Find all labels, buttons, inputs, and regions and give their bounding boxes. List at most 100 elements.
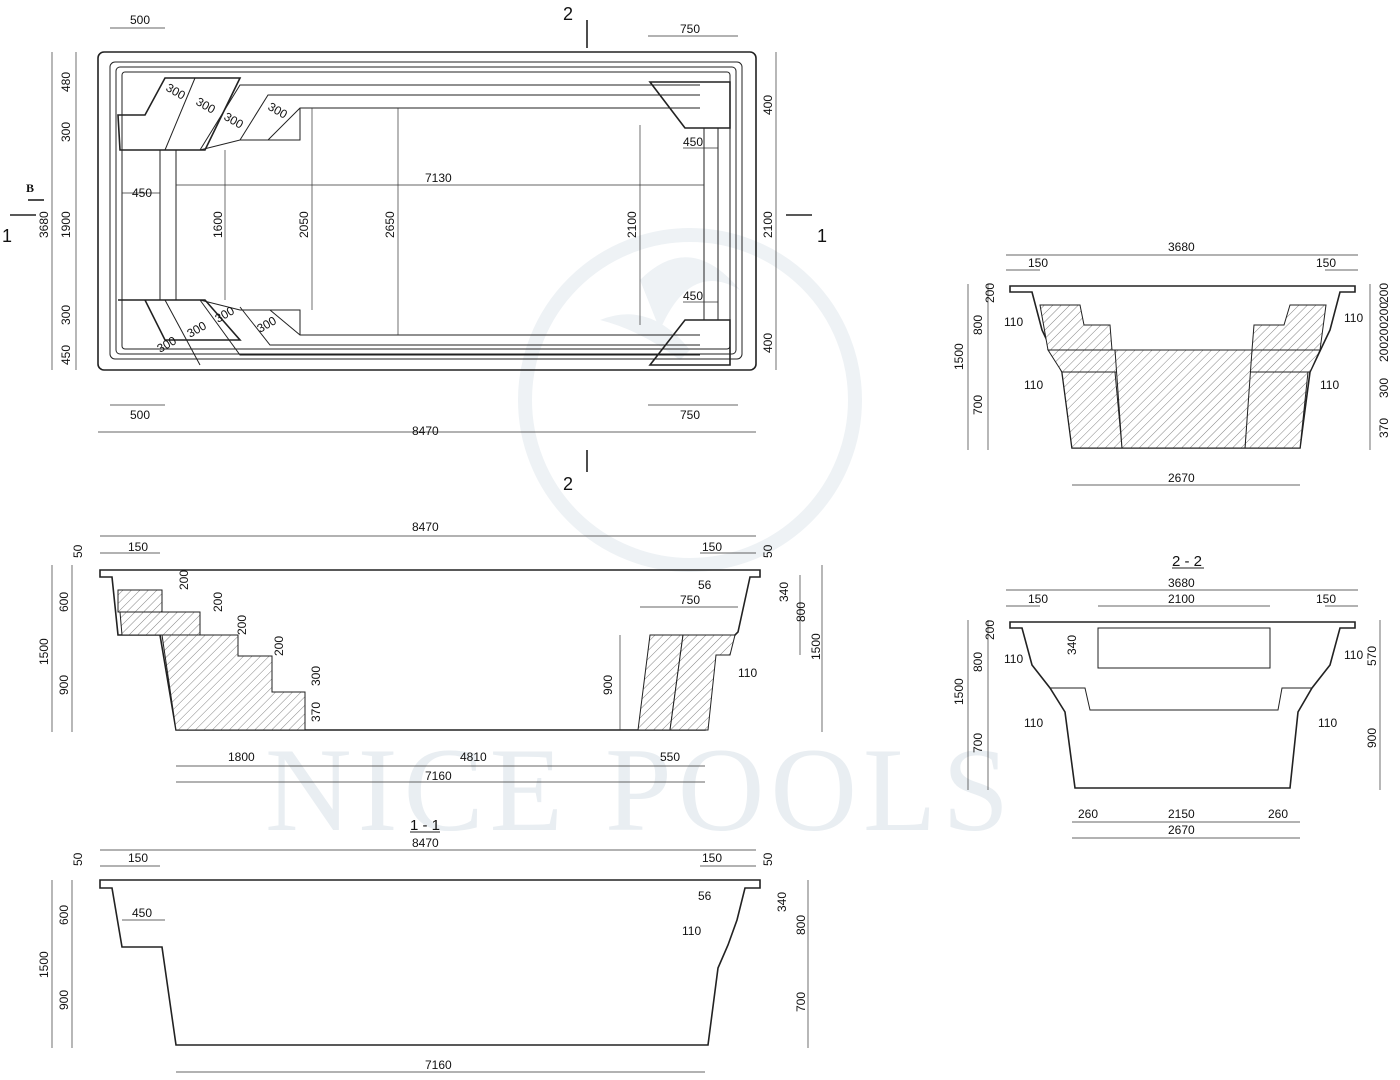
dim-label: 110 [1344, 311, 1363, 325]
dim-label: 300 [164, 80, 189, 102]
dim-label: 110 [1024, 716, 1043, 730]
section-2-2-dimensions [967, 589, 1381, 839]
dim-label: 750 [680, 408, 700, 422]
section-2-2-title: 2 - 2 [1172, 553, 1202, 570]
dim-label: 56 [698, 889, 712, 903]
dim-label: 200 [1377, 322, 1391, 342]
dim-label: 1900 [59, 211, 73, 238]
dim-label: 370 [1377, 418, 1391, 438]
dim-label: 260 [1268, 807, 1288, 821]
cross-section-b [1009, 285, 1356, 449]
dim-label: 2150 [1168, 807, 1195, 821]
dim-label: 56 [698, 578, 712, 592]
dim-label: 750 [680, 22, 700, 36]
section-1-1-dimensions [51, 849, 809, 1073]
dim-label: 300 [222, 109, 247, 131]
section-mark-1-right: 1 [817, 226, 827, 246]
dim-label: 200 [1377, 302, 1391, 322]
dim-label: 600 [57, 905, 71, 925]
cross-section-b-labels: 3680 150 150 200 110 800 1500 110 700 20… [952, 240, 1391, 485]
dim-label: 110 [1024, 378, 1043, 392]
dim-label: 2650 [383, 211, 397, 238]
section-mark-1-left: 1 [2, 226, 12, 246]
dim-label: 7160 [425, 1058, 452, 1072]
dim-label: 340 [1065, 635, 1079, 655]
dim-label: 400 [761, 95, 775, 115]
dim-label: 1500 [952, 343, 966, 370]
dim-label: 200 [272, 636, 286, 656]
dim-label: 450 [683, 289, 703, 303]
dim-label: 110 [1344, 648, 1363, 662]
dim-label: 150 [702, 851, 722, 865]
dim-label: 150 [128, 540, 148, 554]
dim-label: 450 [683, 135, 703, 149]
dim-label: 900 [57, 990, 71, 1010]
dim-label: 300 [194, 94, 219, 116]
dim-label: 150 [1316, 592, 1336, 606]
dim-label: 50 [71, 852, 85, 866]
dim-label: 200 [1377, 342, 1391, 362]
dim-label: 480 [59, 72, 73, 92]
dim-label: 340 [777, 582, 791, 602]
dim-label: 550 [660, 750, 680, 764]
dim-label: 300 [185, 318, 210, 340]
section-2-2-labels: 2 - 2 3680 150 2100 150 200 110 340 800 … [952, 553, 1379, 837]
dim-label: 900 [1365, 728, 1379, 748]
section-2-2 [1009, 567, 1356, 789]
dim-label: 800 [971, 315, 985, 335]
long-section-labels: 8470 50 150 150 50 200 200 200 200 300 3… [37, 520, 823, 783]
dim-label: 200 [211, 592, 225, 612]
dim-label: 340 [775, 892, 789, 912]
section-mark-2-bottom: 2 [563, 474, 573, 494]
dim-label: 8470 [412, 424, 439, 438]
dim-label: 400 [761, 333, 775, 353]
dim-label: 2670 [1168, 471, 1195, 485]
dim-label: 2670 [1168, 823, 1195, 837]
section-1-1-title: 1 - 1 [410, 817, 440, 834]
dim-label: 150 [128, 851, 148, 865]
dim-label: 800 [794, 602, 808, 622]
dim-label: 750 [680, 593, 700, 607]
dim-label: 370 [309, 702, 323, 722]
dim-label: 1500 [37, 951, 51, 978]
plan-labels: 2 2 1 1 B 500 750 480 300 1900 300 450 3… [2, 4, 827, 494]
dim-label: 300 [59, 305, 73, 325]
dim-label: 110 [1004, 652, 1023, 666]
dim-label: 150 [1316, 256, 1336, 270]
dim-label: 50 [761, 544, 775, 558]
section-1-1-labels: 1 - 1 8470 50 150 150 50 600 450 1500 90… [37, 817, 808, 1072]
dim-label: 450 [132, 906, 152, 920]
cross-section-b-dimensions [967, 254, 1371, 486]
dim-label: 200 [235, 615, 249, 635]
dim-label: 200 [1377, 283, 1391, 303]
dim-label: 2100 [761, 211, 775, 238]
dim-label: 110 [1004, 315, 1023, 329]
dim-label: 300 [266, 99, 291, 121]
dim-label: 900 [601, 675, 615, 695]
dim-label: 1600 [211, 211, 225, 238]
dim-label: 110 [682, 924, 701, 938]
dim-label: 2050 [297, 211, 311, 238]
dim-label: 600 [57, 592, 71, 612]
dim-label: 200 [177, 570, 191, 590]
dim-label: 700 [971, 395, 985, 415]
dim-label: 450 [132, 186, 152, 200]
dim-label: 800 [971, 652, 985, 672]
dim-label: 8470 [412, 836, 439, 850]
dim-label: 3680 [1168, 240, 1195, 254]
dim-label: 50 [761, 852, 775, 866]
dim-label: 200 [983, 283, 997, 303]
dim-label: 8470 [412, 520, 439, 534]
dim-label: 800 [794, 915, 808, 935]
dim-label: 2100 [1168, 592, 1195, 606]
dim-label: 150 [702, 540, 722, 554]
dim-label: 200 [983, 620, 997, 640]
dim-label: 7130 [425, 171, 452, 185]
dim-label: 110 [1320, 378, 1339, 392]
plan-view [10, 20, 812, 472]
dim-label: 1800 [228, 750, 255, 764]
dim-label: 110 [738, 666, 757, 680]
dim-label: 500 [130, 408, 150, 422]
dim-label: 300 [1377, 378, 1391, 398]
